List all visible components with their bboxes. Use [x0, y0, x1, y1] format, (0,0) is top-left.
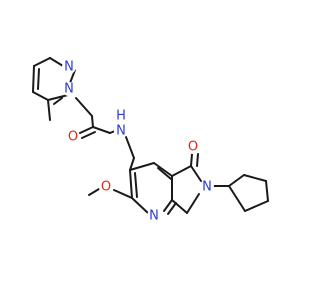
- svg-text:N: N: [64, 82, 74, 97]
- amide-oxygen: O: [66, 130, 80, 145]
- bond-lines: [32, 57, 269, 215]
- atom-labels: N N O N H O N O: [62, 60, 214, 224]
- lactam-oxygen: O: [186, 140, 200, 155]
- svg-text:N: N: [64, 60, 74, 75]
- pyrazole-nitrogen-1: N: [62, 82, 76, 97]
- pyridine-nitrogen: N: [147, 209, 161, 224]
- svg-text:N: N: [116, 124, 126, 139]
- svg-text:N: N: [149, 209, 159, 224]
- molecule-structure: N N O N H O N O: [32, 57, 269, 224]
- amide-nitrogen: N: [114, 124, 128, 139]
- amide-hydrogen: H: [114, 109, 128, 124]
- svg-text:H: H: [116, 109, 126, 124]
- svg-text:O: O: [188, 140, 198, 155]
- svg-text:O: O: [101, 180, 111, 195]
- methoxy-oxygen: O: [99, 180, 113, 195]
- lactam-nitrogen: N: [200, 180, 214, 195]
- pyrazole-nitrogen-2: N: [62, 60, 76, 75]
- svg-text:N: N: [202, 180, 212, 195]
- svg-text:O: O: [68, 130, 78, 145]
